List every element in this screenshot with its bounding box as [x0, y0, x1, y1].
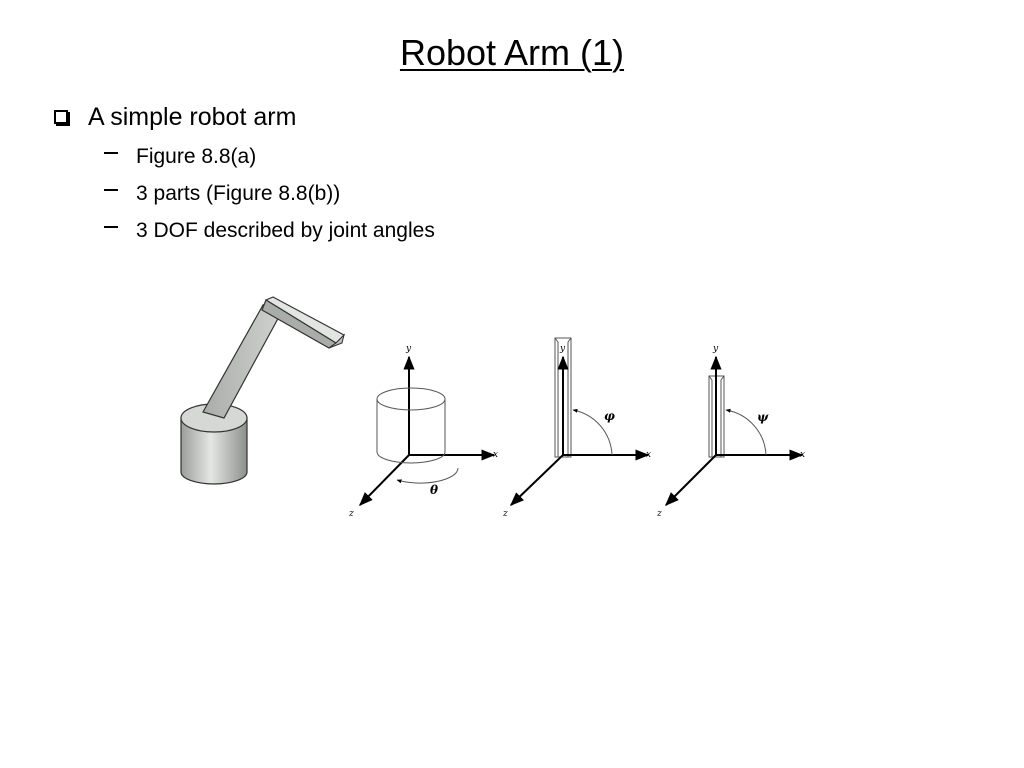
y-axis-label: y — [405, 344, 412, 354]
x-axis-label: x — [493, 450, 498, 460]
dash-bullet-icon — [104, 151, 118, 154]
sub-bullet-item: 3 parts (Figure 8.8(b)) — [54, 175, 435, 212]
upper-arm-part-diagram: y x z ψ — [656, 344, 805, 519]
y-axis-label: y — [712, 344, 719, 354]
sub-bullet-item: Figure 8.8(a) — [54, 138, 435, 175]
bullet-item: A simple robot arm — [54, 100, 435, 134]
x-axis-label: x — [800, 450, 805, 460]
z-axis-label: z — [348, 509, 354, 519]
z-axis-label: z — [502, 509, 508, 519]
sub-bullet-list: Figure 8.8(a) 3 parts (Figure 8.8(b)) 3 … — [54, 138, 435, 249]
bullet-list: A simple robot arm Figure 8.8(a) 3 parts… — [54, 100, 435, 249]
dash-bullet-icon — [104, 225, 118, 228]
theta-angle-label: θ — [430, 483, 438, 497]
sub-bullet-text: 3 parts (Figure 8.8(b)) — [136, 181, 341, 205]
robot-arm-illustration — [180, 296, 345, 485]
slide-title: Robot Arm (1) — [399, 32, 625, 73]
y-axis-label: y — [559, 344, 566, 354]
x-axis-label: x — [646, 450, 651, 460]
sub-bullet-text: Figure 8.8(a) — [136, 144, 257, 168]
sub-bullet-text: 3 DOF described by joint angles — [136, 218, 435, 242]
phi-angle-label: φ — [604, 409, 615, 423]
z-axis-label: z — [656, 509, 662, 519]
dash-bullet-icon — [104, 188, 118, 191]
psi-angle-label: ψ — [757, 410, 769, 424]
checkbox-bullet-icon — [54, 110, 68, 124]
sub-bullet-item: 3 DOF described by joint angles — [54, 212, 435, 249]
lower-arm-part-diagram: y x z φ — [502, 337, 651, 519]
bullet-text: A simple robot arm — [88, 102, 297, 131]
base-part-diagram: y x z θ — [348, 344, 498, 519]
